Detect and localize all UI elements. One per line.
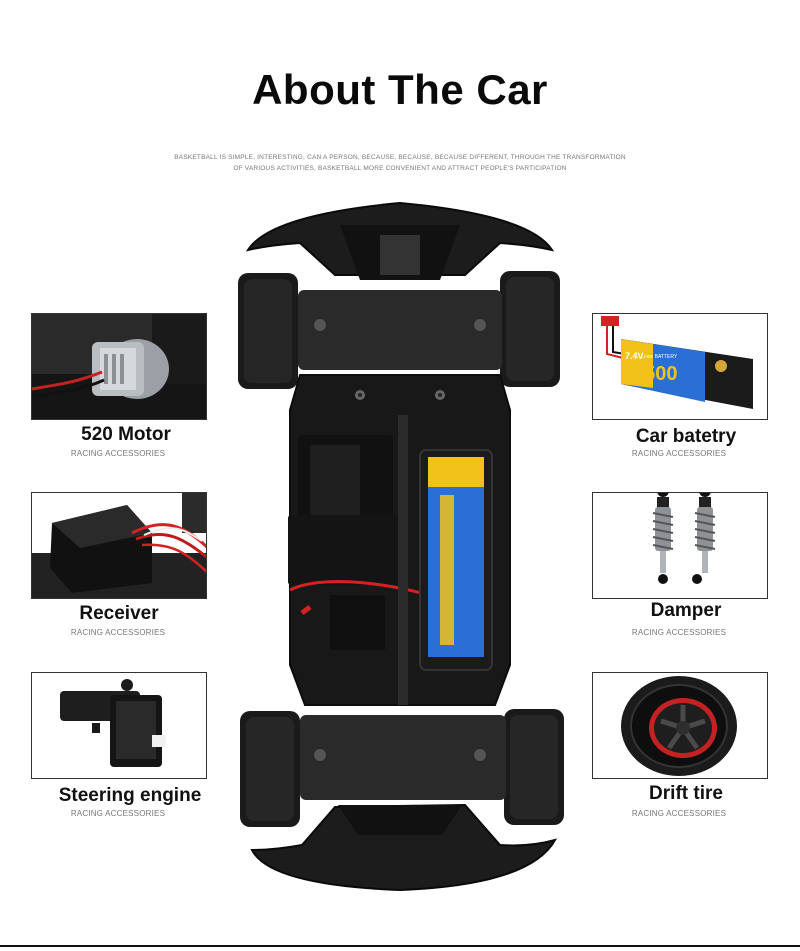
receiver-image xyxy=(31,492,207,599)
part-tag-damper: RACING ACCESSORIES xyxy=(631,628,727,637)
bottom-divider xyxy=(0,945,800,947)
part-tag-receiver: RACING ACCESSORIES xyxy=(70,628,166,637)
part-name-receiver: Receiver xyxy=(79,603,159,624)
battery-capacity-text: 1500 xyxy=(633,363,678,385)
part-name-motor: 520 Motor xyxy=(81,424,171,445)
damper-left xyxy=(652,493,674,584)
motor-image xyxy=(31,313,207,420)
part-name-steering: Steering engine xyxy=(58,785,202,806)
damper-image xyxy=(592,492,768,599)
page-title: About The Car xyxy=(252,66,548,113)
part-tag-battery: RACING ACCESSORIES xyxy=(631,449,727,458)
part-tag-steering: RACING ACCESSORIES xyxy=(70,809,166,818)
part-name-tire: Drift tire xyxy=(649,783,723,804)
drift-tire-image xyxy=(592,672,768,779)
page-subtitle-line-2: OF VARIOUS ACTIVITIES, BASKETBALL MORE C… xyxy=(233,165,567,172)
part-tag-motor: RACING ACCESSORIES xyxy=(70,449,166,458)
part-tag-tire: RACING ACCESSORIES xyxy=(631,809,727,818)
part-name-damper: Damper xyxy=(650,600,722,621)
car-chassis-image xyxy=(238,201,564,892)
battery-type-text: Li-ion BATTERY xyxy=(641,354,678,360)
battery-image: 7.4V Li-ion BATTERY 1500 xyxy=(592,313,768,420)
page-subtitle-line-1: BASKETBALL IS SIMPLE, INTERESTING, CAN A… xyxy=(174,154,626,161)
steering-servo-image xyxy=(31,672,207,779)
part-name-battery: Car batetry xyxy=(635,426,737,447)
damper-right xyxy=(692,493,716,584)
battery-voltage-text: 7.4V xyxy=(625,351,644,361)
